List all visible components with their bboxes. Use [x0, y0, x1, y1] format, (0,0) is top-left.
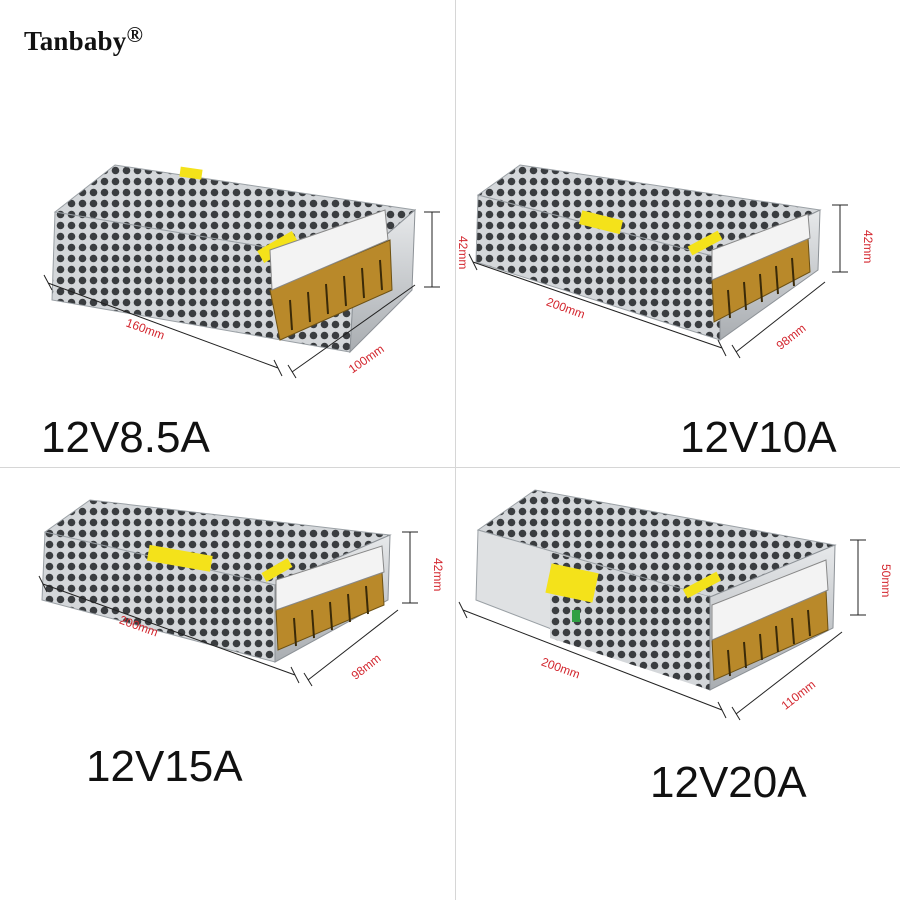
height-label-3: 42mm: [431, 558, 445, 591]
psu-unit-1: [51, 164, 417, 354]
dimension-lines-1: [43, 211, 440, 379]
width-label-2: 98mm: [774, 321, 809, 353]
model-label-1: 12V8.5A: [41, 413, 210, 462]
psu-unit-2: [475, 164, 822, 341]
brand-logo: Tanbaby®: [24, 22, 144, 56]
dimension-lines-4: [458, 539, 866, 721]
width-label-4: 110mm: [779, 677, 818, 712]
model-label-2: 12V10A: [680, 413, 837, 462]
height-label-1: 42mm: [456, 236, 470, 269]
height-label-2: 42mm: [861, 230, 875, 263]
length-label-4: 200mm: [539, 655, 581, 682]
psu-unit-4: [475, 489, 837, 691]
length-label-1: 160mm: [124, 316, 166, 343]
height-label-4: 50mm: [879, 564, 893, 597]
horizontal-divider: [0, 467, 900, 468]
model-label-4: 12V20A: [650, 758, 807, 807]
width-label-3: 98mm: [349, 651, 384, 683]
vertical-divider: [455, 0, 456, 900]
psu-unit-3: [41, 499, 392, 663]
model-label-3: 12V15A: [86, 742, 243, 791]
dimension-lines-2: [468, 204, 848, 359]
dimension-lines-3: [38, 531, 418, 687]
